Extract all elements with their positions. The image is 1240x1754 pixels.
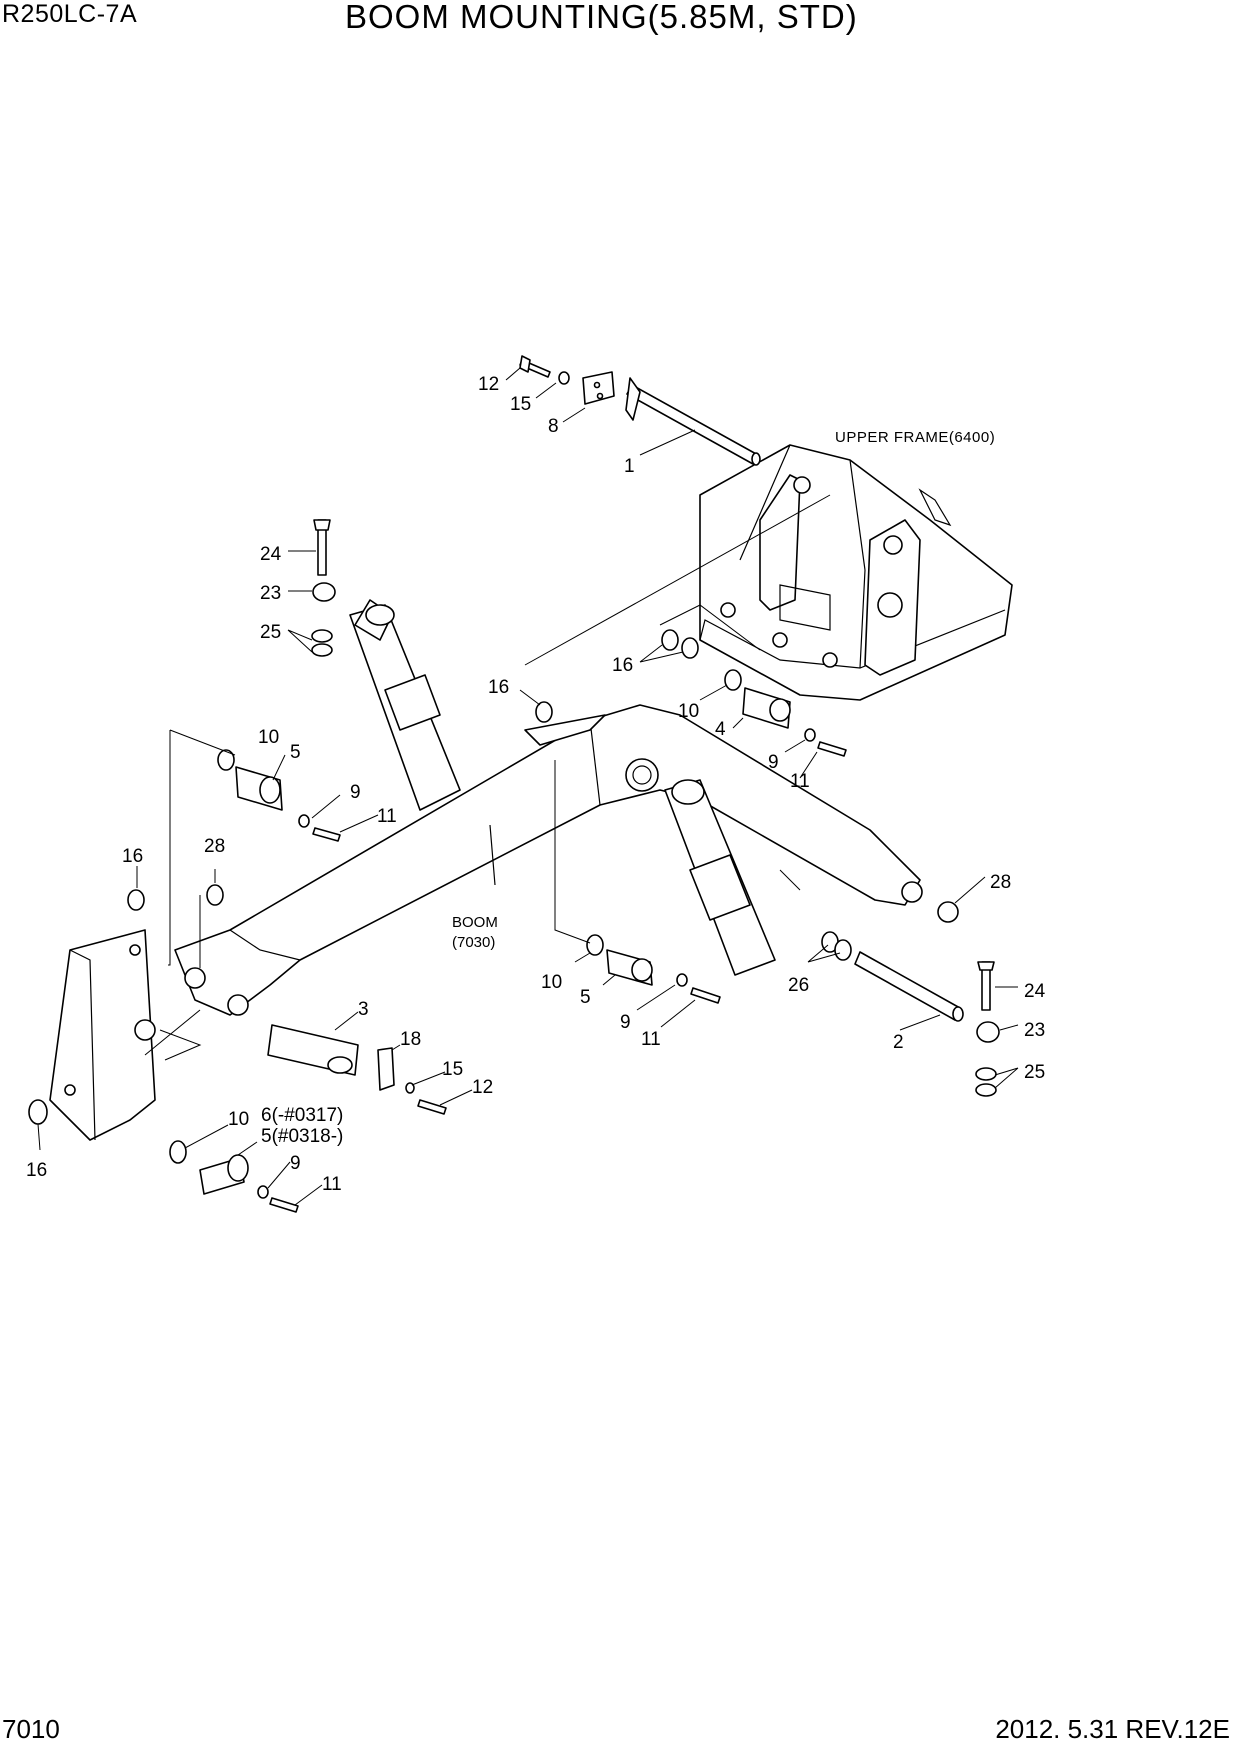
callout-11: 11 xyxy=(322,1174,342,1195)
plate-8 xyxy=(582,371,615,405)
washer-10-upper-left xyxy=(217,749,235,771)
arm-cylinder-right xyxy=(664,779,776,976)
washers-16-upper xyxy=(661,629,699,659)
callout-8: 8 xyxy=(548,416,559,437)
pin-4 xyxy=(742,687,791,729)
washer-9-center xyxy=(676,973,688,987)
callout-4: 4 xyxy=(715,719,726,740)
washer-16-left xyxy=(127,889,145,911)
pin-2 xyxy=(854,951,964,1022)
bolt-24-right xyxy=(977,961,995,1011)
callout-3: 3 xyxy=(358,999,369,1020)
callout-15: 15 xyxy=(442,1059,463,1080)
washer-10-upper-right xyxy=(724,669,742,691)
callout-10: 10 xyxy=(228,1109,249,1130)
bolt-12-bottom xyxy=(417,1099,447,1115)
callout-11: 11 xyxy=(641,1029,661,1050)
callout-6-before-0317: 6(-#0317) xyxy=(261,1105,343,1126)
callout-10: 10 xyxy=(678,701,699,722)
upper-frame-part xyxy=(699,444,1013,701)
bolt-12-top xyxy=(519,355,551,378)
arm-bracket xyxy=(49,929,156,1141)
callout-24: 24 xyxy=(260,544,282,565)
upper-frame-label: UPPER FRAME(6400) xyxy=(835,429,995,446)
callout-9: 9 xyxy=(350,782,361,803)
callout-25: 25 xyxy=(260,622,281,643)
callout-16: 16 xyxy=(26,1160,47,1181)
callout-5: 5 xyxy=(580,987,591,1008)
callout-25: 25 xyxy=(1024,1062,1045,1083)
callout-1: 1 xyxy=(624,456,635,477)
assembly-guide-lines xyxy=(144,494,831,1061)
washer-9-lower xyxy=(257,1185,269,1199)
bolt-11-center xyxy=(690,987,721,1004)
callout-10: 10 xyxy=(258,727,279,748)
leader-lines xyxy=(37,367,1019,1206)
washer-16-boom xyxy=(535,701,553,723)
page-number: 7010 xyxy=(2,1714,60,1744)
boom-part xyxy=(174,704,923,1016)
washer-9-upper-left xyxy=(298,814,310,828)
page-title: BOOM MOUNTING(5.85M, STD) xyxy=(345,0,858,35)
callout-9: 9 xyxy=(768,752,779,773)
revision-date: 2012. 5.31 REV.12E xyxy=(995,1714,1230,1744)
bolt-11-lower xyxy=(269,1197,299,1213)
pin-5-6-lower xyxy=(199,1154,249,1195)
boom-label: BOOM xyxy=(452,914,498,931)
callout-12: 12 xyxy=(478,374,499,395)
callout-24: 24 xyxy=(1024,981,1046,1002)
washer-28-right xyxy=(937,901,959,923)
washer-10-center xyxy=(586,934,604,956)
washer-10-lower xyxy=(169,1140,187,1164)
callout-5-after-0318: 5(#0318-) xyxy=(261,1126,343,1147)
model-number: R250LC-7A xyxy=(2,0,138,28)
washer-16-bottom xyxy=(28,1099,48,1125)
bushing-23-top xyxy=(312,582,336,602)
callout-16: 16 xyxy=(122,846,143,867)
washer-9-upper-right xyxy=(804,728,816,742)
bolt-11-upper-left xyxy=(312,827,341,842)
bolt-11-upper-right xyxy=(817,741,847,757)
callout-28: 28 xyxy=(204,836,225,857)
callout-11: 11 xyxy=(377,806,397,827)
callout-15: 15 xyxy=(510,394,531,415)
callout-10: 10 xyxy=(541,972,562,993)
callout-26: 26 xyxy=(788,975,809,996)
pin-5-center xyxy=(606,949,653,986)
boom-cylinder-left xyxy=(349,599,461,811)
boom-ref: (7030) xyxy=(452,934,495,951)
callout-2: 2 xyxy=(893,1032,904,1053)
pin-3 xyxy=(267,1024,359,1076)
callout-9: 9 xyxy=(620,1012,631,1033)
callout-labels: 12 15 8 1 24 23 25 16 16 10 4 9 11 10 5 … xyxy=(26,374,1046,1195)
pin-1 xyxy=(625,377,761,466)
plate-18 xyxy=(377,1047,395,1091)
bolt-24-top xyxy=(313,519,331,576)
callout-9: 9 xyxy=(290,1153,301,1174)
callout-16: 16 xyxy=(488,677,509,698)
washer-28-left xyxy=(206,884,224,906)
washer-15-bottom xyxy=(405,1082,415,1094)
bushing-23-right xyxy=(976,1021,1000,1043)
callout-18: 18 xyxy=(400,1029,421,1050)
callout-16: 16 xyxy=(612,655,633,676)
callout-23: 23 xyxy=(260,583,281,604)
nut-25-top xyxy=(311,629,333,657)
callout-23: 23 xyxy=(1024,1020,1045,1041)
callout-28: 28 xyxy=(990,872,1011,893)
pin-5-upper-left xyxy=(235,766,283,811)
callout-12: 12 xyxy=(472,1077,493,1098)
callout-5: 5 xyxy=(290,742,301,763)
callout-11: 11 xyxy=(790,771,810,792)
washer-15-top xyxy=(558,371,570,385)
nut-25-right xyxy=(975,1067,997,1097)
